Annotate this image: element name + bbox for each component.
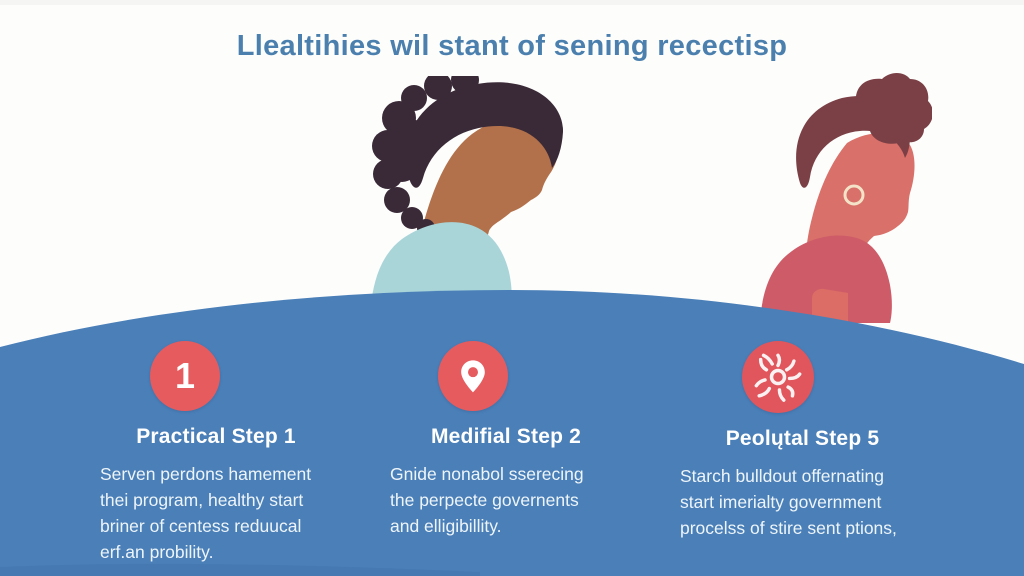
step-3-badge: [742, 341, 814, 413]
step-2-title: Medifial Step 2: [430, 425, 582, 448]
step-2-body: Gnide nonabol sserecing the perpecte gov…: [390, 464, 584, 536]
step-2: Medifial Step 2 Gnide nonabol sserecing …: [390, 341, 622, 539]
number-1-icon: 1: [174, 355, 196, 396]
woman-right-hair: [796, 73, 932, 188]
step-1-body: Serven perdons hamement thei program, he…: [100, 464, 312, 562]
hoop-earring: [843, 184, 865, 206]
page-title: Llealtihies wil stant of sening recectis…: [236, 30, 788, 62]
step-3-body: Starch bulldout offernating start imeria…: [680, 466, 897, 538]
step-3: Peolųtal Step 5 Starch bulldout offernat…: [680, 341, 925, 541]
woman-right-shirt-patch: [812, 288, 848, 323]
woman-left-hair: [372, 76, 564, 237]
sun-swirl-icon: [754, 353, 802, 402]
woman-right-illustration: [760, 73, 932, 323]
step-2-badge: [438, 341, 508, 411]
step-1-title: Practical Step 1: [136, 425, 296, 448]
step-1-badge: 1: [150, 341, 220, 411]
location-pin-icon: [461, 360, 485, 393]
woman-right-shirt: [760, 235, 892, 323]
step-3-title: Peolųtal Step 5: [725, 427, 880, 450]
top-edge-shadow: [0, 0, 1024, 5]
step-1: 1 Practical Step 1 Serven perdons hameme…: [100, 341, 332, 565]
